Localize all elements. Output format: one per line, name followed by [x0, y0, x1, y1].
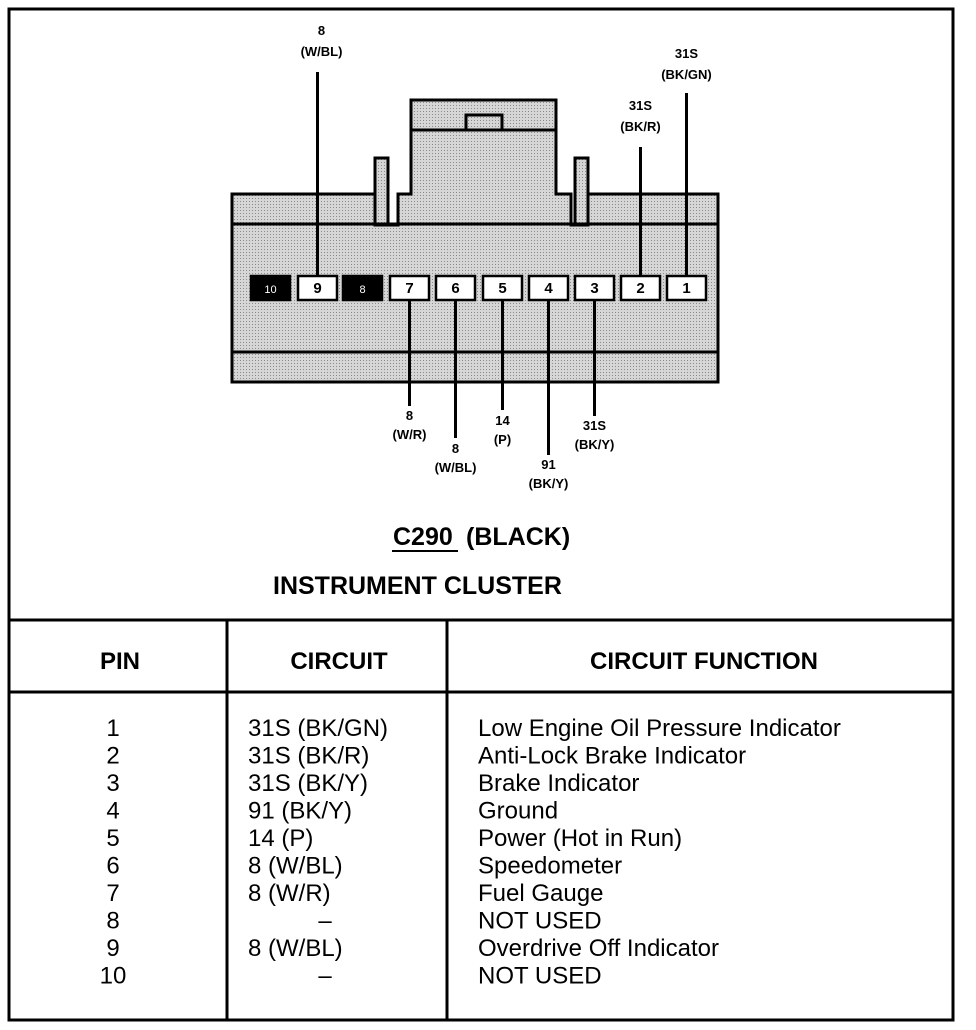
row-circuit: 31S (BK/R) [248, 743, 369, 770]
table-row: 7 8 (W/R) Fuel Gauge [106, 880, 603, 907]
wire-label-1-circuit: 31S [675, 46, 698, 61]
row-circuit: 8 (W/BL) [248, 935, 343, 962]
column-header-circuit: CIRCUIT [290, 648, 388, 675]
table-row: 1 31S (BK/GN) Low Engine Oil Pressure Indi… [106, 715, 841, 742]
wire-leads: 8(W/BL)8(W/R)8(W/BL)14(P)91(BK/Y)31S(BK/… [301, 23, 712, 491]
component-title: INSTRUMENT CLUSTER [273, 572, 562, 600]
row-circuit: 8 (W/R) [248, 880, 331, 907]
row-pin: 6 [106, 853, 119, 880]
table-body: 1 31S (BK/GN) Low Engine Oil Pressure Indi… [100, 715, 841, 990]
cavity-number-6: 6 [451, 280, 459, 297]
table-row: 10 – NOT USED [100, 963, 602, 990]
row-function: Speedometer [478, 853, 622, 880]
row-function: Low Engine Oil Pressure Indicator [478, 715, 841, 742]
cavity-number-1: 1 [682, 280, 690, 297]
cavity-number-3: 3 [590, 280, 598, 297]
cavity-9 [296, 274, 339, 302]
column-header-function: CIRCUIT FUNCTION [590, 648, 818, 675]
wire-label-6-circuit: 8 [452, 441, 459, 456]
connector-slot-left [373, 156, 390, 226]
row-circuit: – [318, 963, 332, 990]
row-function: Power (Hot in Run) [478, 825, 682, 852]
wire-label-6-color: (W/BL) [435, 460, 477, 475]
connector-name: C290 [393, 523, 453, 551]
row-pin: 4 [106, 798, 119, 825]
row-function: Ground [478, 798, 558, 825]
cavity-number-5: 5 [498, 280, 506, 297]
row-function: Fuel Gauge [478, 880, 603, 907]
outer-border [7, 7, 955, 1022]
wire-label-5-circuit: 14 [495, 413, 510, 428]
wire-label-3-color: (BK/Y) [575, 437, 615, 452]
row-pin: 3 [106, 770, 119, 797]
connector-title: C290 (BLACK) [392, 523, 570, 552]
wire-label-5-color: (P) [494, 432, 511, 447]
row-function: NOT USED [478, 963, 602, 990]
cavity-number-9: 9 [313, 280, 321, 297]
row-pin: 7 [106, 880, 119, 907]
wire-label-9-color: (W/BL) [301, 44, 343, 59]
row-function: Brake Indicator [478, 770, 639, 797]
row-pin: 5 [106, 825, 119, 852]
table-row: 8 – NOT USED [106, 908, 601, 935]
row-circuit: – [318, 908, 332, 935]
row-pin: 8 [106, 908, 119, 935]
table-row: 4 91 (BK/Y) Ground [106, 798, 558, 825]
latch-tab [464, 113, 504, 132]
row-pin: 1 [106, 715, 119, 742]
wire-label-2-color: (BK/R) [620, 119, 660, 134]
wire-label-7-color: (W/R) [393, 427, 427, 442]
connector-housing [230, 98, 720, 384]
cavity-number-10: 10 [264, 284, 276, 296]
row-circuit: 91 (BK/Y) [248, 798, 352, 825]
wire-label-1-color: (BK/GN) [661, 67, 712, 82]
row-circuit: 8 (W/BL) [248, 853, 343, 880]
table-row: 3 31S (BK/Y) Brake Indicator [106, 770, 639, 797]
row-pin: 2 [106, 743, 119, 770]
connector-body [230, 98, 720, 384]
row-pin: 10 [100, 963, 127, 990]
wire-label-9-circuit: 8 [318, 23, 325, 38]
wire-label-4-color: (BK/Y) [529, 476, 569, 491]
cavity-3 [573, 274, 616, 302]
cavity-number-2: 2 [636, 280, 644, 297]
column-header-pin: PIN [100, 648, 140, 675]
row-pin: 9 [106, 935, 119, 962]
row-circuit: 14 (P) [248, 825, 313, 852]
row-circuit: 31S (BK/GN) [248, 715, 388, 742]
connector-slot-right [573, 156, 590, 226]
row-function: Overdrive Off Indicator [478, 935, 719, 962]
wire-label-3-circuit: 31S [583, 418, 606, 433]
cavity-number-8: 8 [359, 284, 365, 296]
row-function: NOT USED [478, 908, 602, 935]
wire-label-7-circuit: 8 [406, 408, 413, 423]
cavity-2 [619, 274, 662, 302]
cavity-number-7: 7 [405, 280, 413, 297]
table-row: 9 8 (W/BL) Overdrive Off Indicator [106, 935, 719, 962]
cavity-number-4: 4 [544, 280, 553, 297]
pin-table: PIN CIRCUIT CIRCUIT FUNCTION 1 31S (BK/GN… [9, 620, 953, 1020]
cavity-1 [665, 274, 708, 302]
table-row: 5 14 (P) Power (Hot in Run) [106, 825, 682, 852]
table-row: 6 8 (W/BL) Speedometer [106, 853, 622, 880]
row-function: Anti-Lock Brake Indicator [478, 743, 746, 770]
cavity-5 [481, 274, 524, 302]
cavity-8 [341, 274, 384, 302]
wire-label-4-circuit: 91 [541, 457, 555, 472]
cavity-10 [249, 274, 292, 302]
connector-color: (BLACK) [466, 523, 570, 551]
row-circuit: 31S (BK/Y) [248, 770, 368, 797]
wire-label-2-circuit: 31S [629, 98, 652, 113]
table-row: 2 31S (BK/R) Anti-Lock Brake Indicator [106, 743, 746, 770]
